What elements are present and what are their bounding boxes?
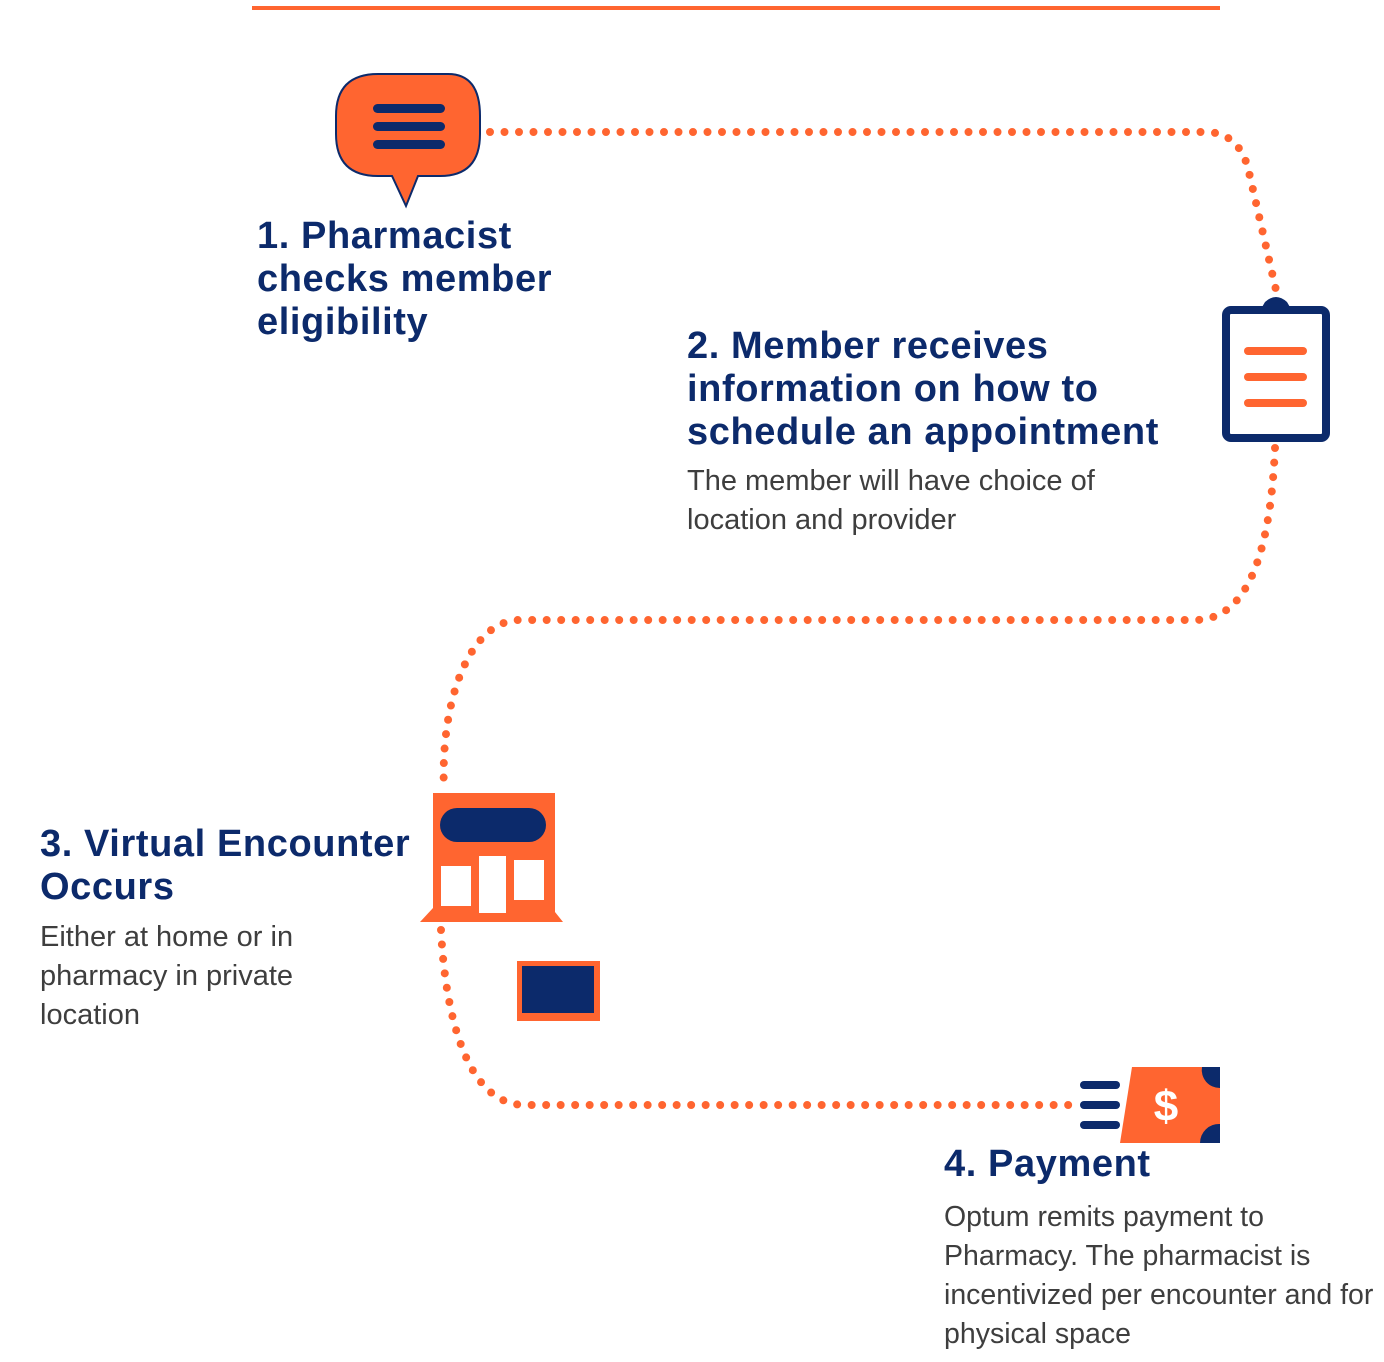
speech-bubble-icon	[335, 73, 481, 209]
screen-icon	[517, 961, 600, 1021]
dollar-bill-icon: $	[1080, 1067, 1220, 1143]
dotted-path	[437, 128, 1280, 1109]
step-2-title: 2. Member receives information on how to…	[687, 325, 1159, 453]
step-4-description: Optum remits payment to Pharmacy. The ph…	[944, 1201, 1374, 1350]
connector-2-3	[439, 444, 1279, 794]
step-3-title: 3. Virtual Encounter Occurs	[40, 823, 411, 908]
step-2-description: The member will have choice of location …	[687, 465, 1095, 536]
clipboard-icon	[1222, 297, 1330, 442]
storefront-icon	[420, 793, 563, 922]
top-divider	[252, 6, 1220, 10]
step-1-title: 1. Pharmacist checks member eligibility	[257, 215, 553, 343]
svg-text:$: $	[1154, 1082, 1178, 1131]
step-3-description: Either at home or in pharmacy in private…	[40, 921, 294, 1031]
step-4-title: 4. Payment	[944, 1143, 1151, 1185]
